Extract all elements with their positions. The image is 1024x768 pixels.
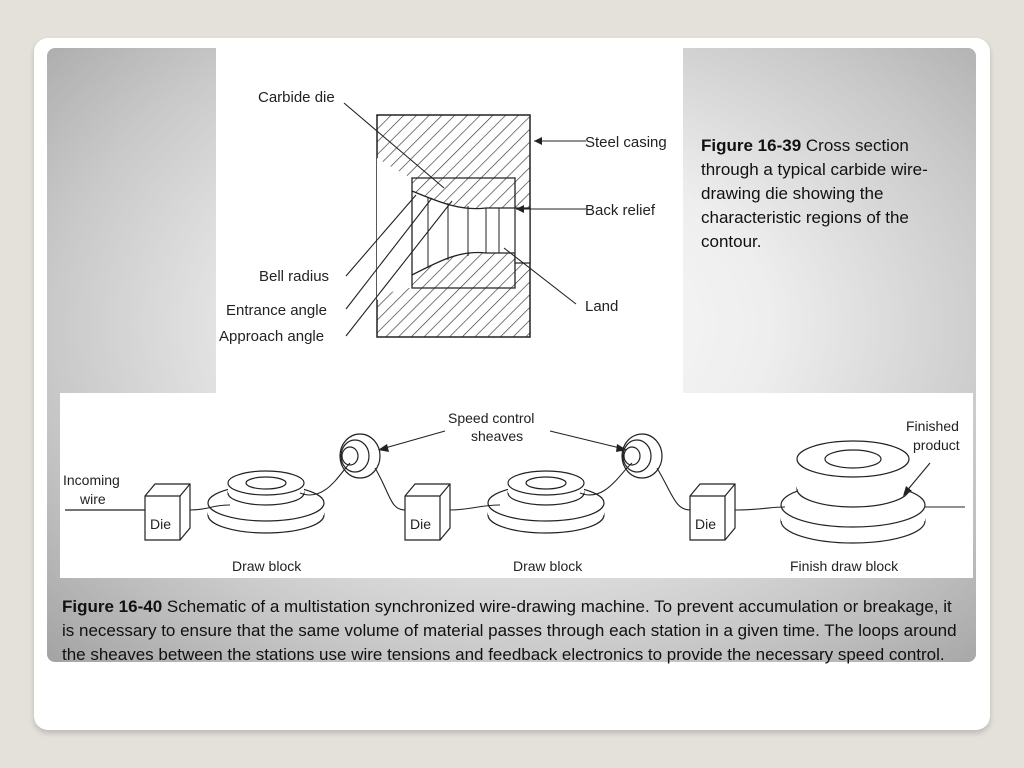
carbide-die-label: Carbide die [258, 89, 335, 106]
figure-16-40-image: Speed control sheaves Incoming wire Fini… [60, 393, 973, 578]
steel-casing-label: Steel casing [585, 134, 667, 151]
finish-draw-block-label: Finish draw block [790, 558, 899, 574]
draw-block-2-label: Draw block [513, 558, 583, 574]
figure-16-39-caption-text: Cross section through a typical carbide … [701, 136, 928, 251]
speed-control-label-line1: Speed control [448, 410, 534, 426]
finished-product-label-line2: product [913, 437, 960, 453]
die-3-label: Die [695, 516, 716, 532]
figure-16-40-number: Figure 16-40 [62, 597, 163, 616]
land-label: Land [585, 298, 618, 315]
approach-angle-label: Approach angle [219, 328, 324, 345]
incoming-wire-label-line2: wire [79, 491, 106, 507]
figure-16-39-number: Figure 16-39 [701, 136, 802, 155]
die-cross-section-diagram: Carbide die Steel casing Back relief Bel… [219, 89, 667, 345]
entrance-angle-label: Entrance angle [226, 302, 327, 319]
finished-product-label-line1: Finished [906, 418, 959, 434]
figure-16-40-caption: Figure 16-40 Schematic of a multistation… [62, 595, 967, 667]
die-2-label: Die [410, 516, 431, 532]
figure-16-39-image: Carbide die Steel casing Back relief Bel… [216, 48, 683, 393]
back-relief-label: Back relief [585, 202, 656, 219]
die-1-label: Die [150, 516, 171, 532]
wire-drawing-machine-diagram: Speed control sheaves Incoming wire Fini… [63, 410, 965, 574]
figure-16-39-caption: Figure 16-39 Cross section through a typ… [701, 134, 963, 254]
carbide-die-bottom-shape [411, 251, 516, 289]
bell-radius-label: Bell radius [259, 268, 329, 285]
carbide-die-top-shape [411, 177, 516, 210]
figure-16-40-caption-text: Schematic of a multistation synchronized… [62, 597, 957, 664]
incoming-wire-label-line1: Incoming [63, 472, 120, 488]
draw-block-1-label: Draw block [232, 558, 302, 574]
speed-control-label-line2: sheaves [471, 428, 523, 444]
